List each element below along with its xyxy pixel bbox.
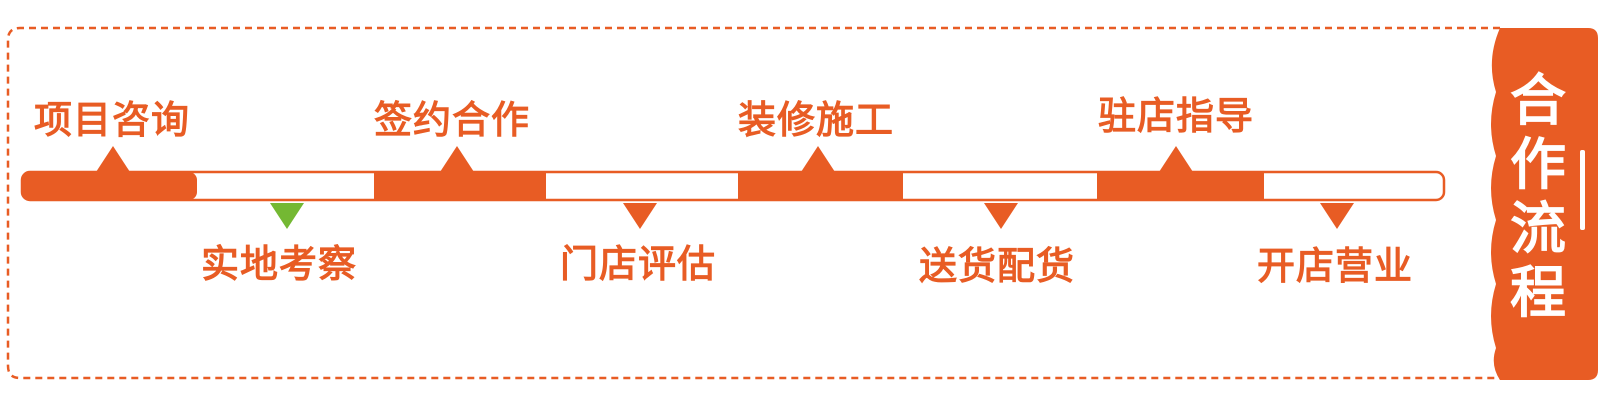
timeline-segment-orange: [1097, 172, 1264, 200]
side-title-char: 流: [1510, 197, 1566, 262]
marker-up: [801, 146, 835, 172]
side-title-char: 程: [1510, 261, 1566, 326]
dashed-border: [6, 26, 1500, 380]
timeline-segment-orange: [374, 172, 546, 200]
step-label-top: 签约合作: [374, 98, 531, 142]
step-label-bottom: 实地考察: [201, 242, 358, 286]
marker-up: [440, 146, 474, 172]
marker-down: [984, 203, 1018, 229]
side-bar-accent: [1580, 150, 1585, 230]
marker-down: [623, 203, 657, 229]
side-tab: [1491, 28, 1598, 380]
side-title-char: 作: [1510, 133, 1566, 198]
marker-down-green: [270, 203, 304, 229]
markers-top: [96, 146, 1193, 172]
marker-down: [1320, 203, 1354, 229]
timeline-bar: [20, 170, 1446, 202]
side-title-char: 合: [1510, 69, 1566, 134]
step-label-bottom: 送货配货: [919, 244, 1076, 288]
side-title: 合作流程: [1506, 70, 1570, 326]
step-label-bottom: 开店营业: [1257, 244, 1414, 288]
marker-up: [96, 146, 130, 172]
step-label-top: 装修施工: [738, 98, 895, 142]
markers-bottom: [270, 203, 1354, 229]
timeline-segment-orange: [22, 172, 197, 200]
timeline-segment-orange: [738, 172, 903, 200]
step-label-top: 驻店指导: [1098, 94, 1255, 138]
marker-up: [1159, 146, 1193, 172]
step-label-bottom: 门店评估: [560, 242, 717, 286]
step-label-top: 项目咨询: [34, 98, 191, 142]
